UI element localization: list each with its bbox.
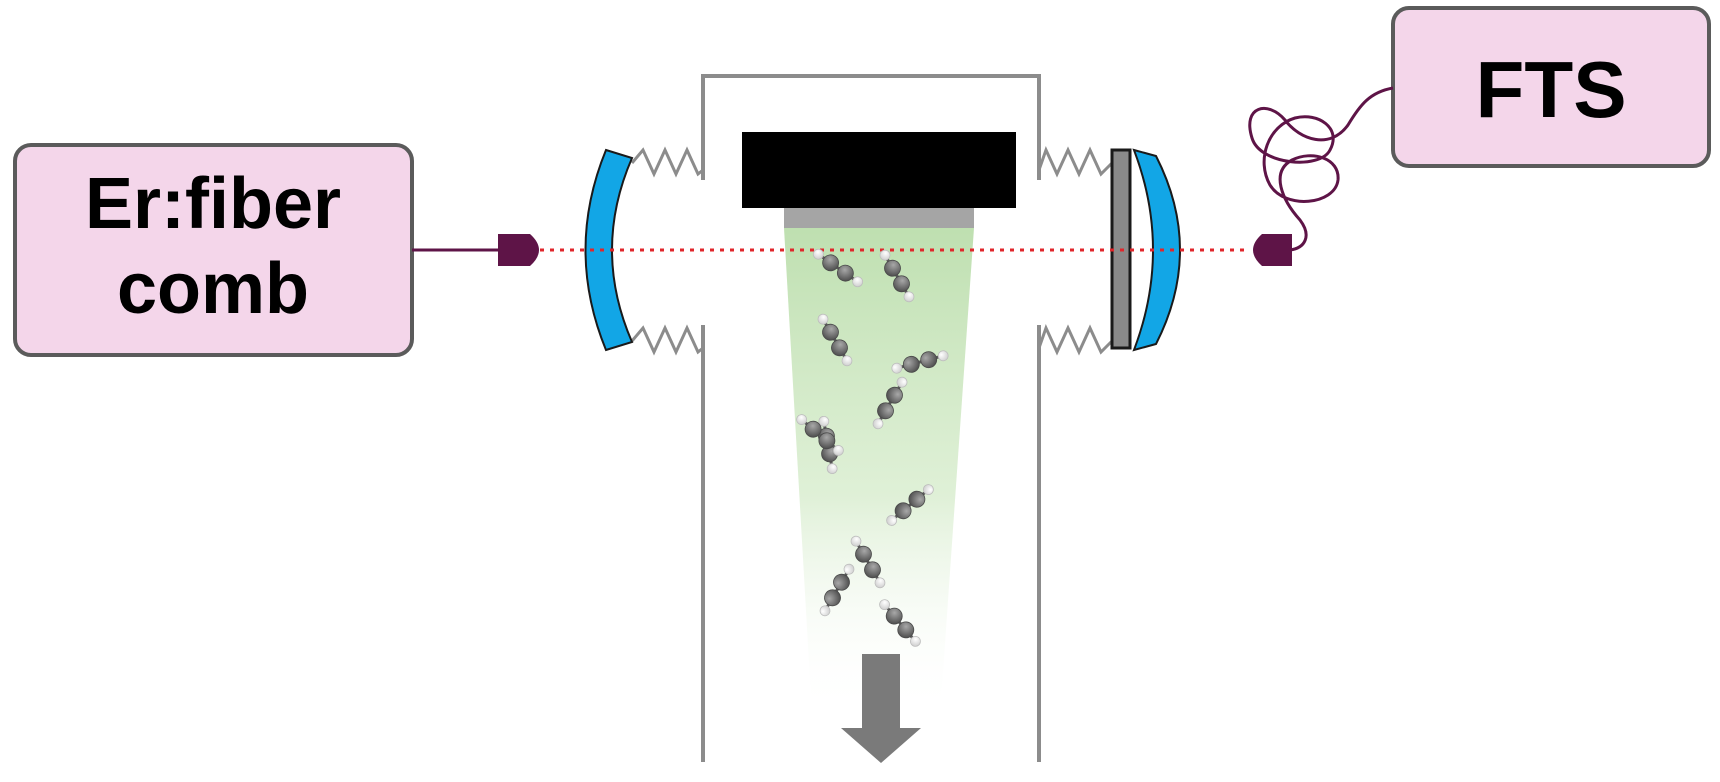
target-plate [742,132,1016,208]
bellows-bottom-left [630,324,704,356]
acetylene-molecule-icon [819,563,855,617]
bellows [630,145,1114,356]
vacuum-chamber [701,74,1041,762]
acetylene-molecule-icon [850,535,886,589]
source-collimator-icon [498,234,539,266]
acetylene-molecule-icon [796,414,844,456]
acetylene-molecule-icon [817,313,853,367]
acetylene-molecules [796,248,949,647]
bellows-top-right [1037,145,1114,178]
acetylene-molecule-icon [812,248,864,288]
bellows-bottom-right [1037,323,1114,356]
acetylene-molecule-icon [879,249,915,303]
acetylene-molecule-icon [891,350,949,374]
detector-fiber-coil [1248,86,1394,252]
detector-collimator-icon [1253,234,1292,266]
detector-box-frame [1391,6,1711,168]
acetylene-molecule-icon [886,484,934,526]
detector-box: FTS [1391,6,1711,168]
arrow-down-icon [841,654,921,763]
detector-label: FTS [1475,45,1626,134]
acetylene-molecule-icon [872,376,908,430]
acetylene-molecule-icon [879,599,921,647]
source-label-line1: Er:fiber [85,164,341,244]
source-label-line2: comb [117,249,309,329]
right-mirror [1132,148,1181,352]
bellows-top-left [630,146,704,178]
gas-plume [784,228,974,715]
source-box: Er:fiber comb [13,143,414,357]
target-plate-shadow [784,208,974,228]
left-mirror [584,148,634,352]
